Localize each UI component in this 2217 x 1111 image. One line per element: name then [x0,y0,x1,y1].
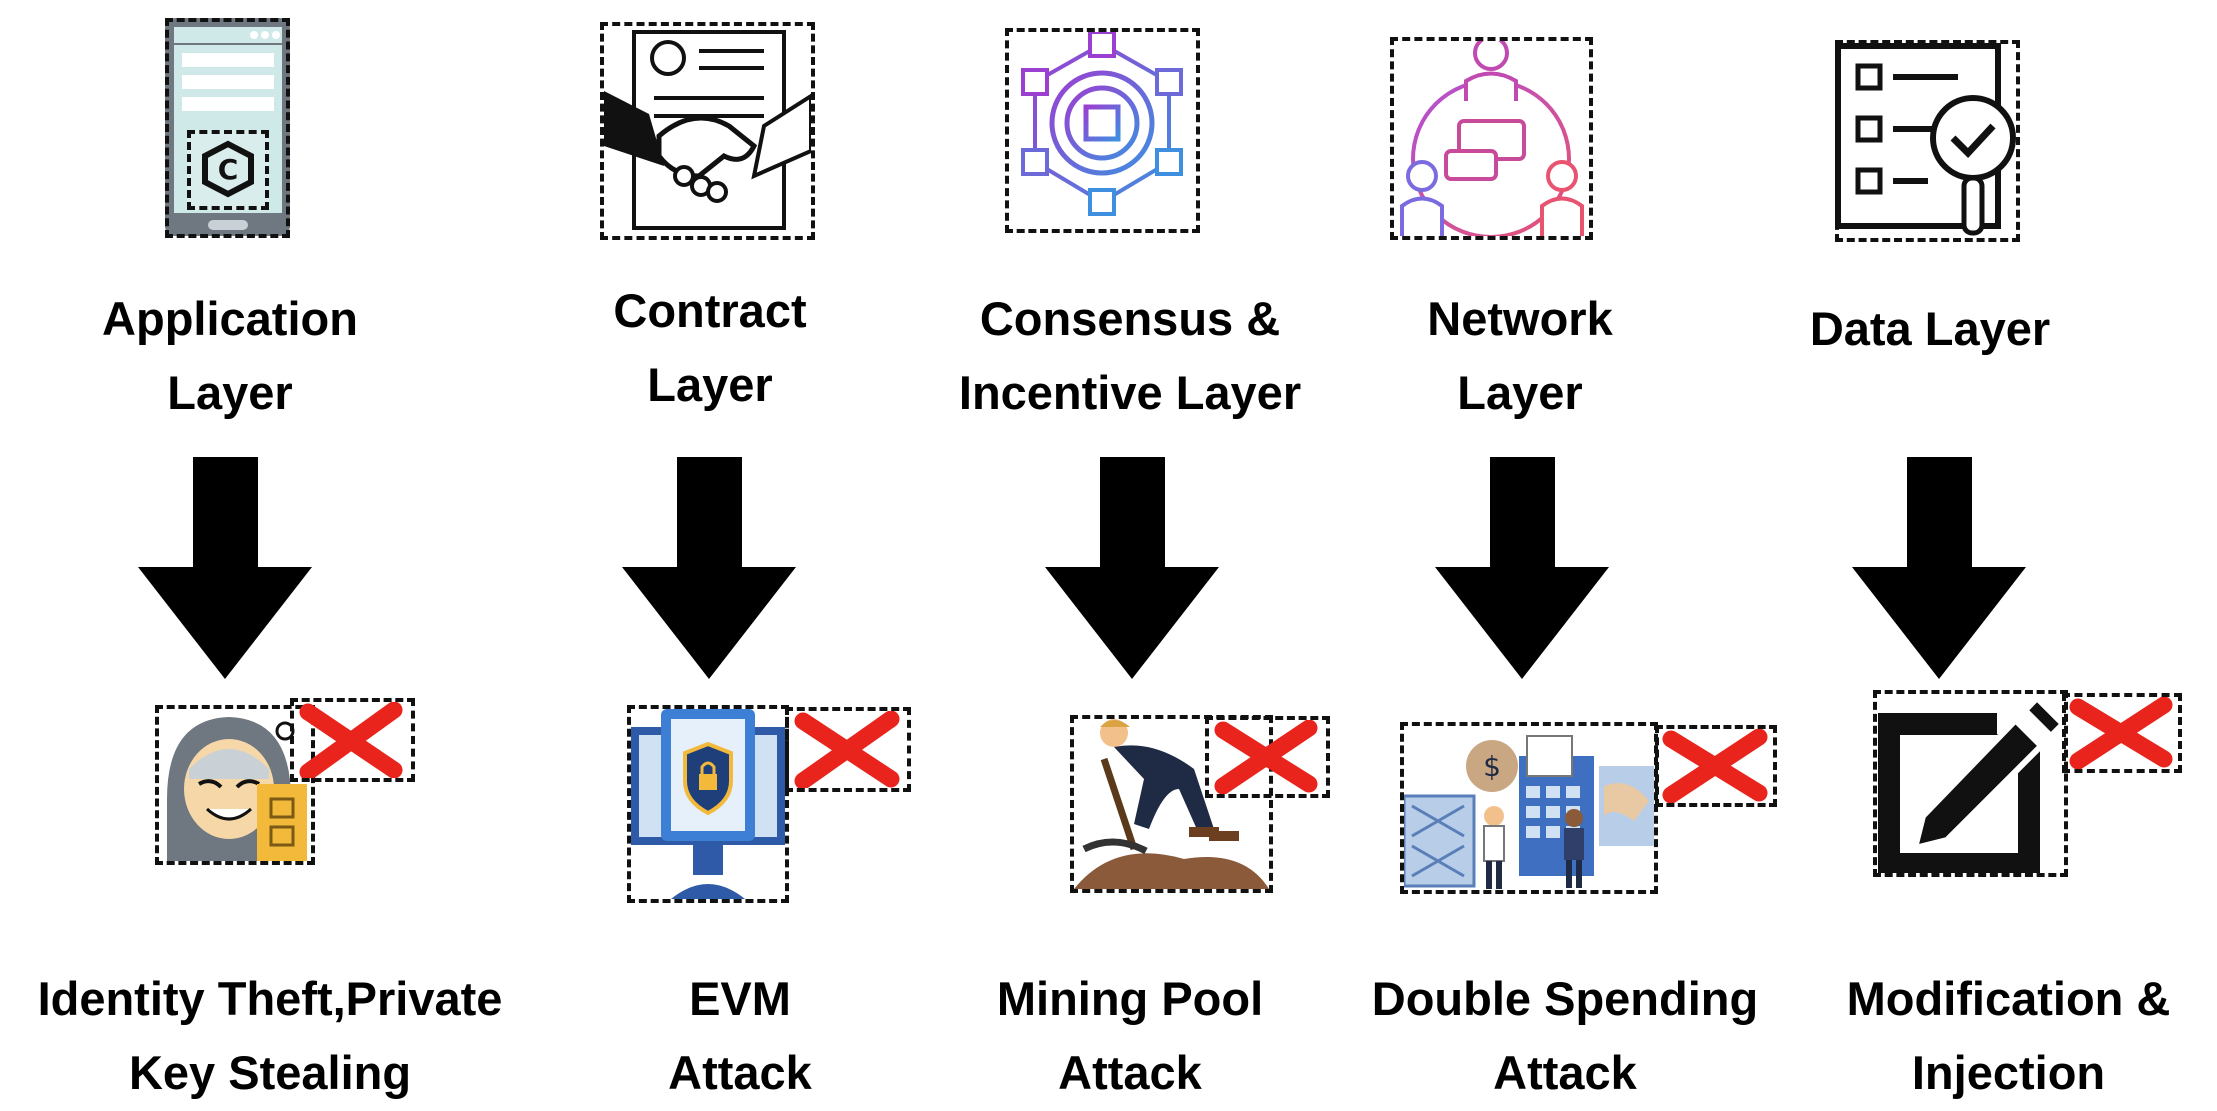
down-arrow [138,457,312,679]
attack-label-modification: Modification & Injection [1846,972,2171,1099]
layer-label-application: Application Layer [102,292,358,419]
cross-box [2062,693,2182,773]
attack-label-mining-pool: Mining Pool Attack [996,972,1264,1099]
cross-box [290,698,415,782]
red-x-icon [794,711,900,788]
cross-box [1205,716,1330,798]
layer-label-consensus: Consensus & Incentive Layer [958,292,1302,419]
red-x-icon [2069,697,2173,769]
attack-label-evm: EVM Attack [668,972,812,1099]
down-arrow [622,457,796,679]
down-arrow [1435,457,1609,679]
down-arrow [1045,457,1219,679]
people-network-icon [1390,37,1593,240]
contract-handshake-icon [600,22,815,240]
attack-label-identity-theft: Identity Theft,Private Key Stealing [37,972,503,1099]
down-arrow [1852,457,2026,679]
attack-label-double-spending: Double Spending Attack [1371,972,1759,1099]
dashed-frame [165,18,290,238]
svg-text:C: C [218,153,239,186]
mobile-blockchain-app-icon [160,15,295,240]
layer-label-contract: Contract Layer [613,284,807,411]
red-x-icon [1662,729,1768,803]
red-x-icon [1214,720,1318,794]
svg-text:$: $ [1483,750,1501,783]
payment-people-icon: $ [1400,722,1658,894]
blockchain-mark: C [187,130,269,210]
blockchain-network-icon [1005,28,1200,233]
dashed-frame [1835,40,2020,242]
miner-icon [1070,715,1273,893]
cross-box [785,707,911,792]
red-x-icon [299,702,403,778]
layer-label-network: Network Layer [1427,292,1613,419]
layer-label-data: Data Layer [1809,302,2051,355]
secure-computer-icon [627,705,789,903]
hacker-icon [155,705,315,865]
cross-box [1655,725,1777,807]
edit-pencil-icon [1873,690,2068,877]
